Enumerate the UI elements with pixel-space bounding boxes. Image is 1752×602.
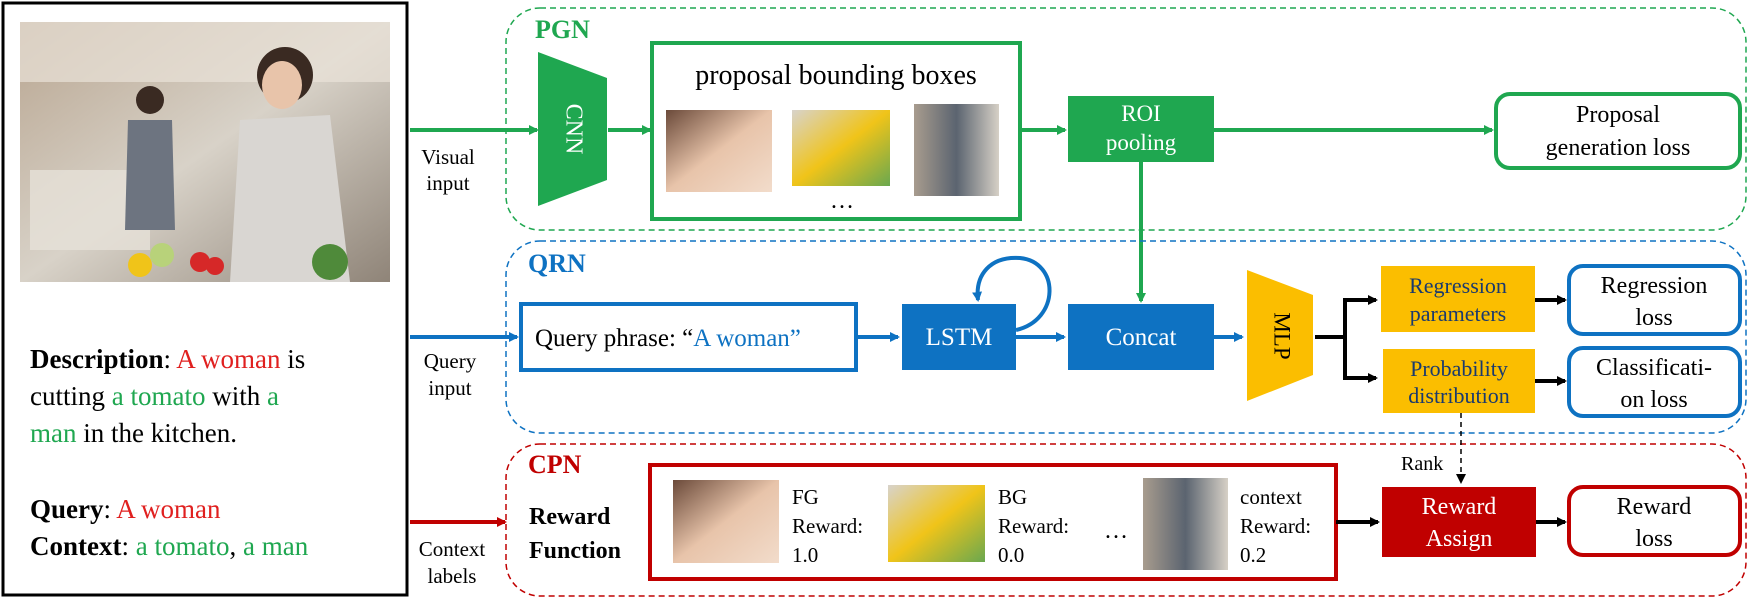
proposal-loss-label-2: generation loss — [1546, 135, 1691, 161]
lstm-label: LSTM — [926, 324, 993, 351]
regression-loss-box — [1567, 264, 1742, 336]
query-phrase-box — [519, 302, 858, 372]
reward-assign-block — [1382, 487, 1536, 557]
cpn-title: CPN — [528, 450, 582, 479]
mlp-to-regression-arrow — [1315, 295, 1378, 339]
description-line-2: cutting a tomato with a — [30, 381, 279, 411]
qrn-title: QRN — [528, 249, 586, 278]
context-labels-label-1: Context — [419, 537, 486, 561]
bg-reward-line-3: 0.0 — [998, 543, 1024, 567]
proposal-thumb-tomato — [792, 110, 890, 186]
classification-loss-box — [1567, 346, 1742, 418]
query-phrase-text: Query phrase: “A woman” — [535, 325, 801, 352]
kitchen-photo — [20, 22, 390, 282]
proposal-thumb-man — [914, 104, 999, 196]
regression-params-label-2: parameters — [1410, 301, 1507, 326]
reward-ellipsis: … — [1104, 518, 1128, 544]
bg-reward-line-2: Reward: — [998, 514, 1069, 538]
reward-thumb-bg — [888, 485, 985, 562]
proposal-loss-label-1: Proposal — [1576, 102, 1660, 128]
regression-params-label-1: Regression — [1409, 273, 1507, 298]
visual-input-label-2: input — [426, 171, 469, 195]
reward-loss-box — [1567, 485, 1742, 557]
probability-label-2: distribution — [1408, 383, 1509, 408]
regression-params-block — [1381, 266, 1535, 332]
lstm-block — [902, 304, 1016, 370]
probability-label-1: Probability — [1410, 356, 1508, 381]
proposal-ellipsis: … — [830, 188, 854, 214]
proposal-loss-box — [1494, 92, 1742, 170]
context-line: Context: a tomato, a man — [30, 531, 309, 561]
cpn-region — [505, 443, 1747, 597]
cnn-block — [538, 52, 607, 206]
reward-function-label-2: Function — [529, 538, 621, 564]
classification-loss-label-1: Classificati- — [1596, 355, 1712, 381]
mlp-label: MLP — [1270, 312, 1295, 359]
roi-pooling-block — [1068, 96, 1214, 162]
bg-reward-line-1: BG — [998, 485, 1027, 509]
fg-reward-line-3: 1.0 — [792, 543, 818, 567]
reward-assign-label-1: Reward — [1422, 494, 1497, 520]
lstm-recurrent-loop — [972, 255, 1052, 332]
cnn-label: CNN — [560, 104, 586, 155]
reward-loss-label-2: loss — [1635, 526, 1672, 552]
roi-label-2: pooling — [1106, 130, 1177, 155]
classification-loss-label-2: on loss — [1620, 387, 1687, 413]
visual-input-label-1: Visual — [421, 145, 475, 169]
context-reward-line-2: Reward: — [1240, 514, 1311, 538]
qrn-region — [505, 240, 1747, 434]
concat-block — [1068, 304, 1214, 370]
concat-label: Concat — [1106, 324, 1177, 351]
rank-label: Rank — [1401, 453, 1443, 475]
proposal-title: proposal bounding boxes — [695, 60, 977, 91]
reward-thumb-fg — [673, 480, 779, 563]
description-line-3: man in the kitchen. — [30, 418, 237, 448]
reward-function-label-1: Reward — [529, 504, 611, 530]
context-reward-line-3: 0.2 — [1240, 543, 1266, 567]
pgn-title: PGN — [535, 15, 590, 44]
reward-assign-label-2: Assign — [1426, 526, 1493, 552]
proposal-thumb-woman — [666, 110, 772, 192]
reward-thumb-context — [1143, 478, 1228, 570]
fg-reward-line-2: Reward: — [792, 514, 863, 538]
query-line: Query: A woman — [30, 494, 221, 524]
mlp-to-probability-arrow — [1343, 337, 1378, 383]
context-reward-line-1: context — [1240, 485, 1302, 509]
query-input-label-2: input — [428, 376, 471, 400]
fg-reward-line-1: FG — [792, 485, 819, 509]
description-line-1: Description: A woman is — [30, 344, 305, 374]
regression-loss-label-2: loss — [1635, 305, 1672, 331]
reward-loss-label-1: Reward — [1617, 494, 1692, 520]
context-labels-label-2: labels — [428, 564, 477, 588]
pgn-region — [505, 7, 1747, 231]
probability-block — [1383, 349, 1535, 413]
query-input-label-1: Query — [424, 349, 477, 373]
roi-label-1: ROI — [1121, 101, 1161, 126]
mlp-block — [1247, 270, 1313, 401]
regression-loss-label-1: Regression — [1601, 273, 1708, 299]
